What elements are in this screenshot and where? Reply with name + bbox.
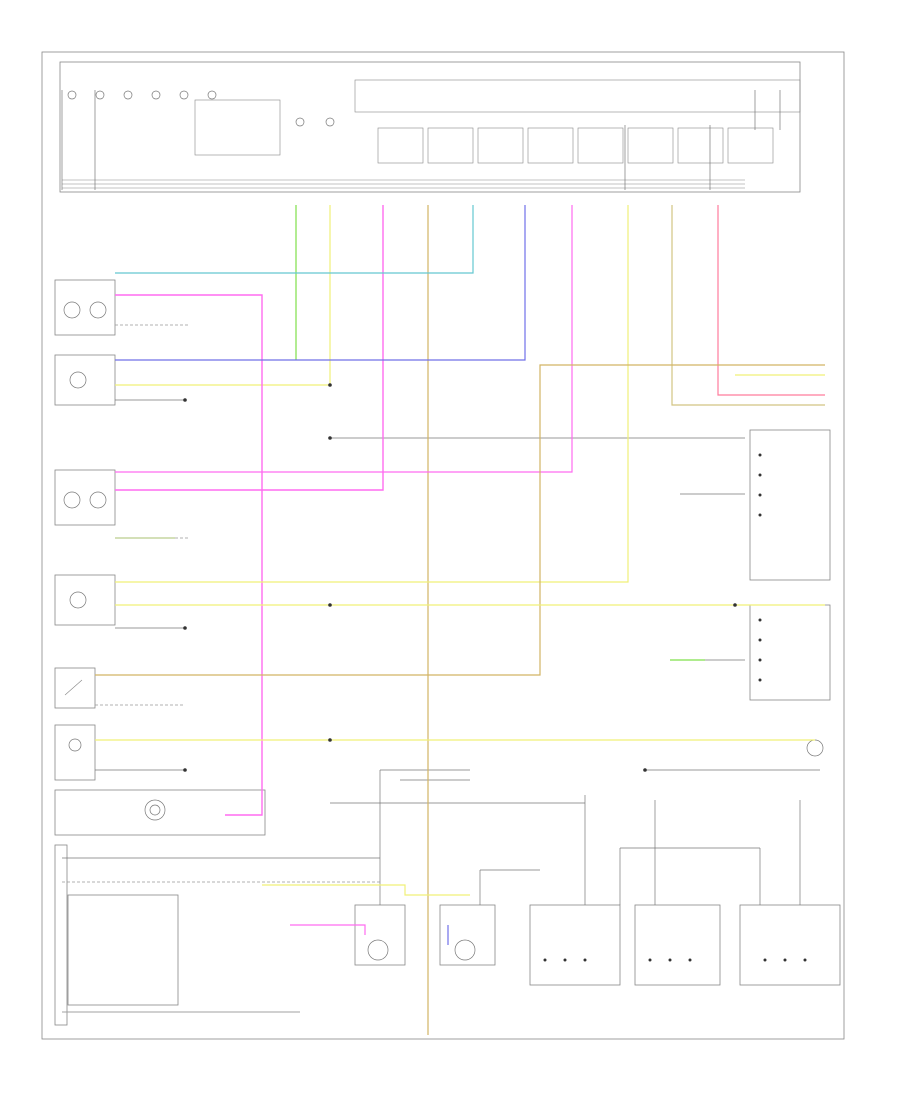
- wire-yellow-b: [115, 205, 629, 583]
- right-front-turn-lamp: [54, 574, 116, 626]
- left-rear-lamp-assembly: [54, 789, 266, 836]
- wire-magenta-a: [115, 205, 384, 491]
- left-rear-combination-lamp-bottom: [529, 904, 621, 986]
- license-plate-lamp: [439, 904, 496, 966]
- hazard-switch: [54, 667, 96, 709]
- wire-teal: [115, 205, 474, 274]
- wire-tan-b: [95, 364, 825, 676]
- wire-magenta-b: [115, 294, 263, 816]
- splice-points: [183, 383, 737, 772]
- trunk-lamp: [354, 904, 406, 966]
- right-rear-marker-lamp: [806, 739, 824, 757]
- left-front-turn-lamp: [54, 354, 116, 406]
- module-pin-group: [377, 127, 774, 164]
- wire-set: [62, 205, 825, 1035]
- wire-magenta-c: [115, 205, 573, 473]
- left-front-marker-lamp: [54, 279, 116, 336]
- short-leads: [62, 294, 380, 883]
- wire-rose: [717, 205, 825, 396]
- center-rear-lamp-bottom: [634, 904, 721, 986]
- panel-bus-lines: [62, 179, 745, 189]
- fuse-symbols: [67, 90, 335, 127]
- diagram-frame: [41, 51, 845, 1040]
- right-rear-lamp-right: [749, 604, 831, 701]
- fuse-panel: [59, 61, 801, 193]
- wire-khaki: [671, 205, 825, 406]
- bottom-left-connector: [54, 844, 179, 1026]
- wire-yellow-f: [262, 884, 470, 896]
- wire-magenta-d: [290, 924, 366, 935]
- left-rear-lamp-right: [749, 429, 831, 581]
- ground-lines: [61, 90, 820, 905]
- left-front-combination-lamp: [54, 469, 116, 526]
- instrument-cluster: [54, 724, 96, 781]
- right-rear-combination-lamp-bottom: [739, 904, 841, 986]
- wire-blue: [115, 205, 526, 361]
